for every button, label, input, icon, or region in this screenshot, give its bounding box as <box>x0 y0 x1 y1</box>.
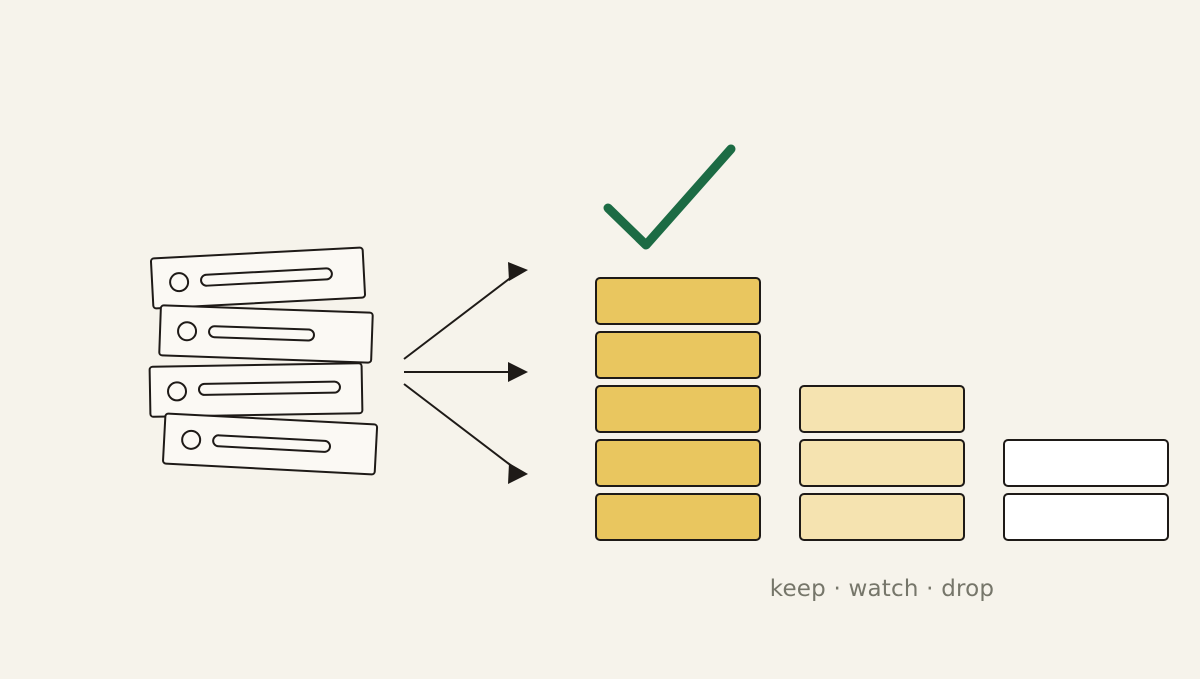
watch-block <box>799 493 965 541</box>
drop-block <box>1003 439 1169 487</box>
drop-column <box>1003 439 1169 541</box>
arrow-down <box>403 383 514 468</box>
drop-block <box>1003 493 1169 541</box>
file-card <box>149 246 367 310</box>
keep-block <box>595 277 761 325</box>
stacked-files-icon <box>148 246 379 476</box>
checkmark-icon <box>603 144 736 250</box>
caption-separator: · <box>825 576 849 602</box>
caption-keep: keep <box>769 576 826 602</box>
file-card <box>148 362 364 418</box>
arrow-up-head <box>508 262 528 281</box>
keep-block <box>595 439 761 487</box>
caption-watch: watch <box>848 576 919 602</box>
keep-block <box>595 493 761 541</box>
caption-drop: drop <box>941 576 995 602</box>
keep-block <box>595 331 761 379</box>
watch-block <box>799 385 965 433</box>
file-card <box>162 412 379 476</box>
arrow-up <box>403 275 514 360</box>
keep-column <box>595 277 761 541</box>
caption: keep · watch · drop <box>760 576 1004 602</box>
fan-out-arrows-icon <box>403 262 528 484</box>
arrow-down-head <box>508 463 528 484</box>
file-card <box>158 304 374 364</box>
caption-separator: · <box>918 576 942 602</box>
arrow-mid-head <box>508 362 528 382</box>
keep-block <box>595 385 761 433</box>
watch-column <box>799 385 965 541</box>
watch-block <box>799 439 965 487</box>
